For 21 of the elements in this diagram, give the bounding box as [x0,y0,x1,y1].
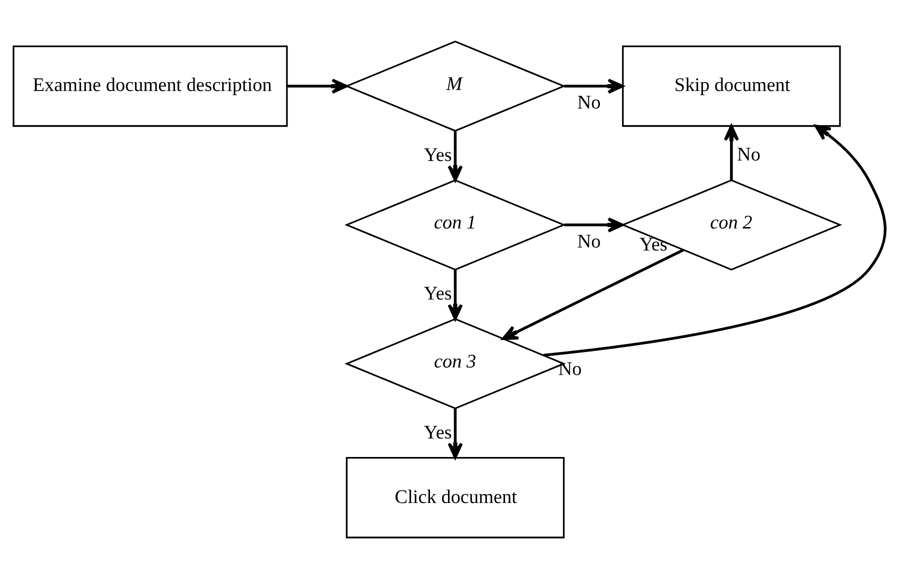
arrow [502,248,684,340]
edge-label: No [577,92,601,114]
arrow [724,124,739,180]
arrow [448,130,463,181]
arrow [448,408,463,458]
node-diamond: M [344,40,566,132]
node-box: Examine document description [12,44,288,126]
node-diamond: con 1 [344,178,566,270]
edge-label: Yes [424,144,452,166]
arrow [564,78,624,94]
node-box: Click document [346,456,565,538]
edge-label: No [737,144,761,165]
node-box: Skip document [622,44,841,126]
edge-label: Yes [424,283,452,304]
arrow [564,216,624,232]
edge-label: No [577,230,601,252]
edge-label: Yes [424,422,452,443]
arrow [543,124,886,356]
arrow [287,78,348,94]
edge-label: Yes [639,234,668,255]
arrow [448,269,463,320]
